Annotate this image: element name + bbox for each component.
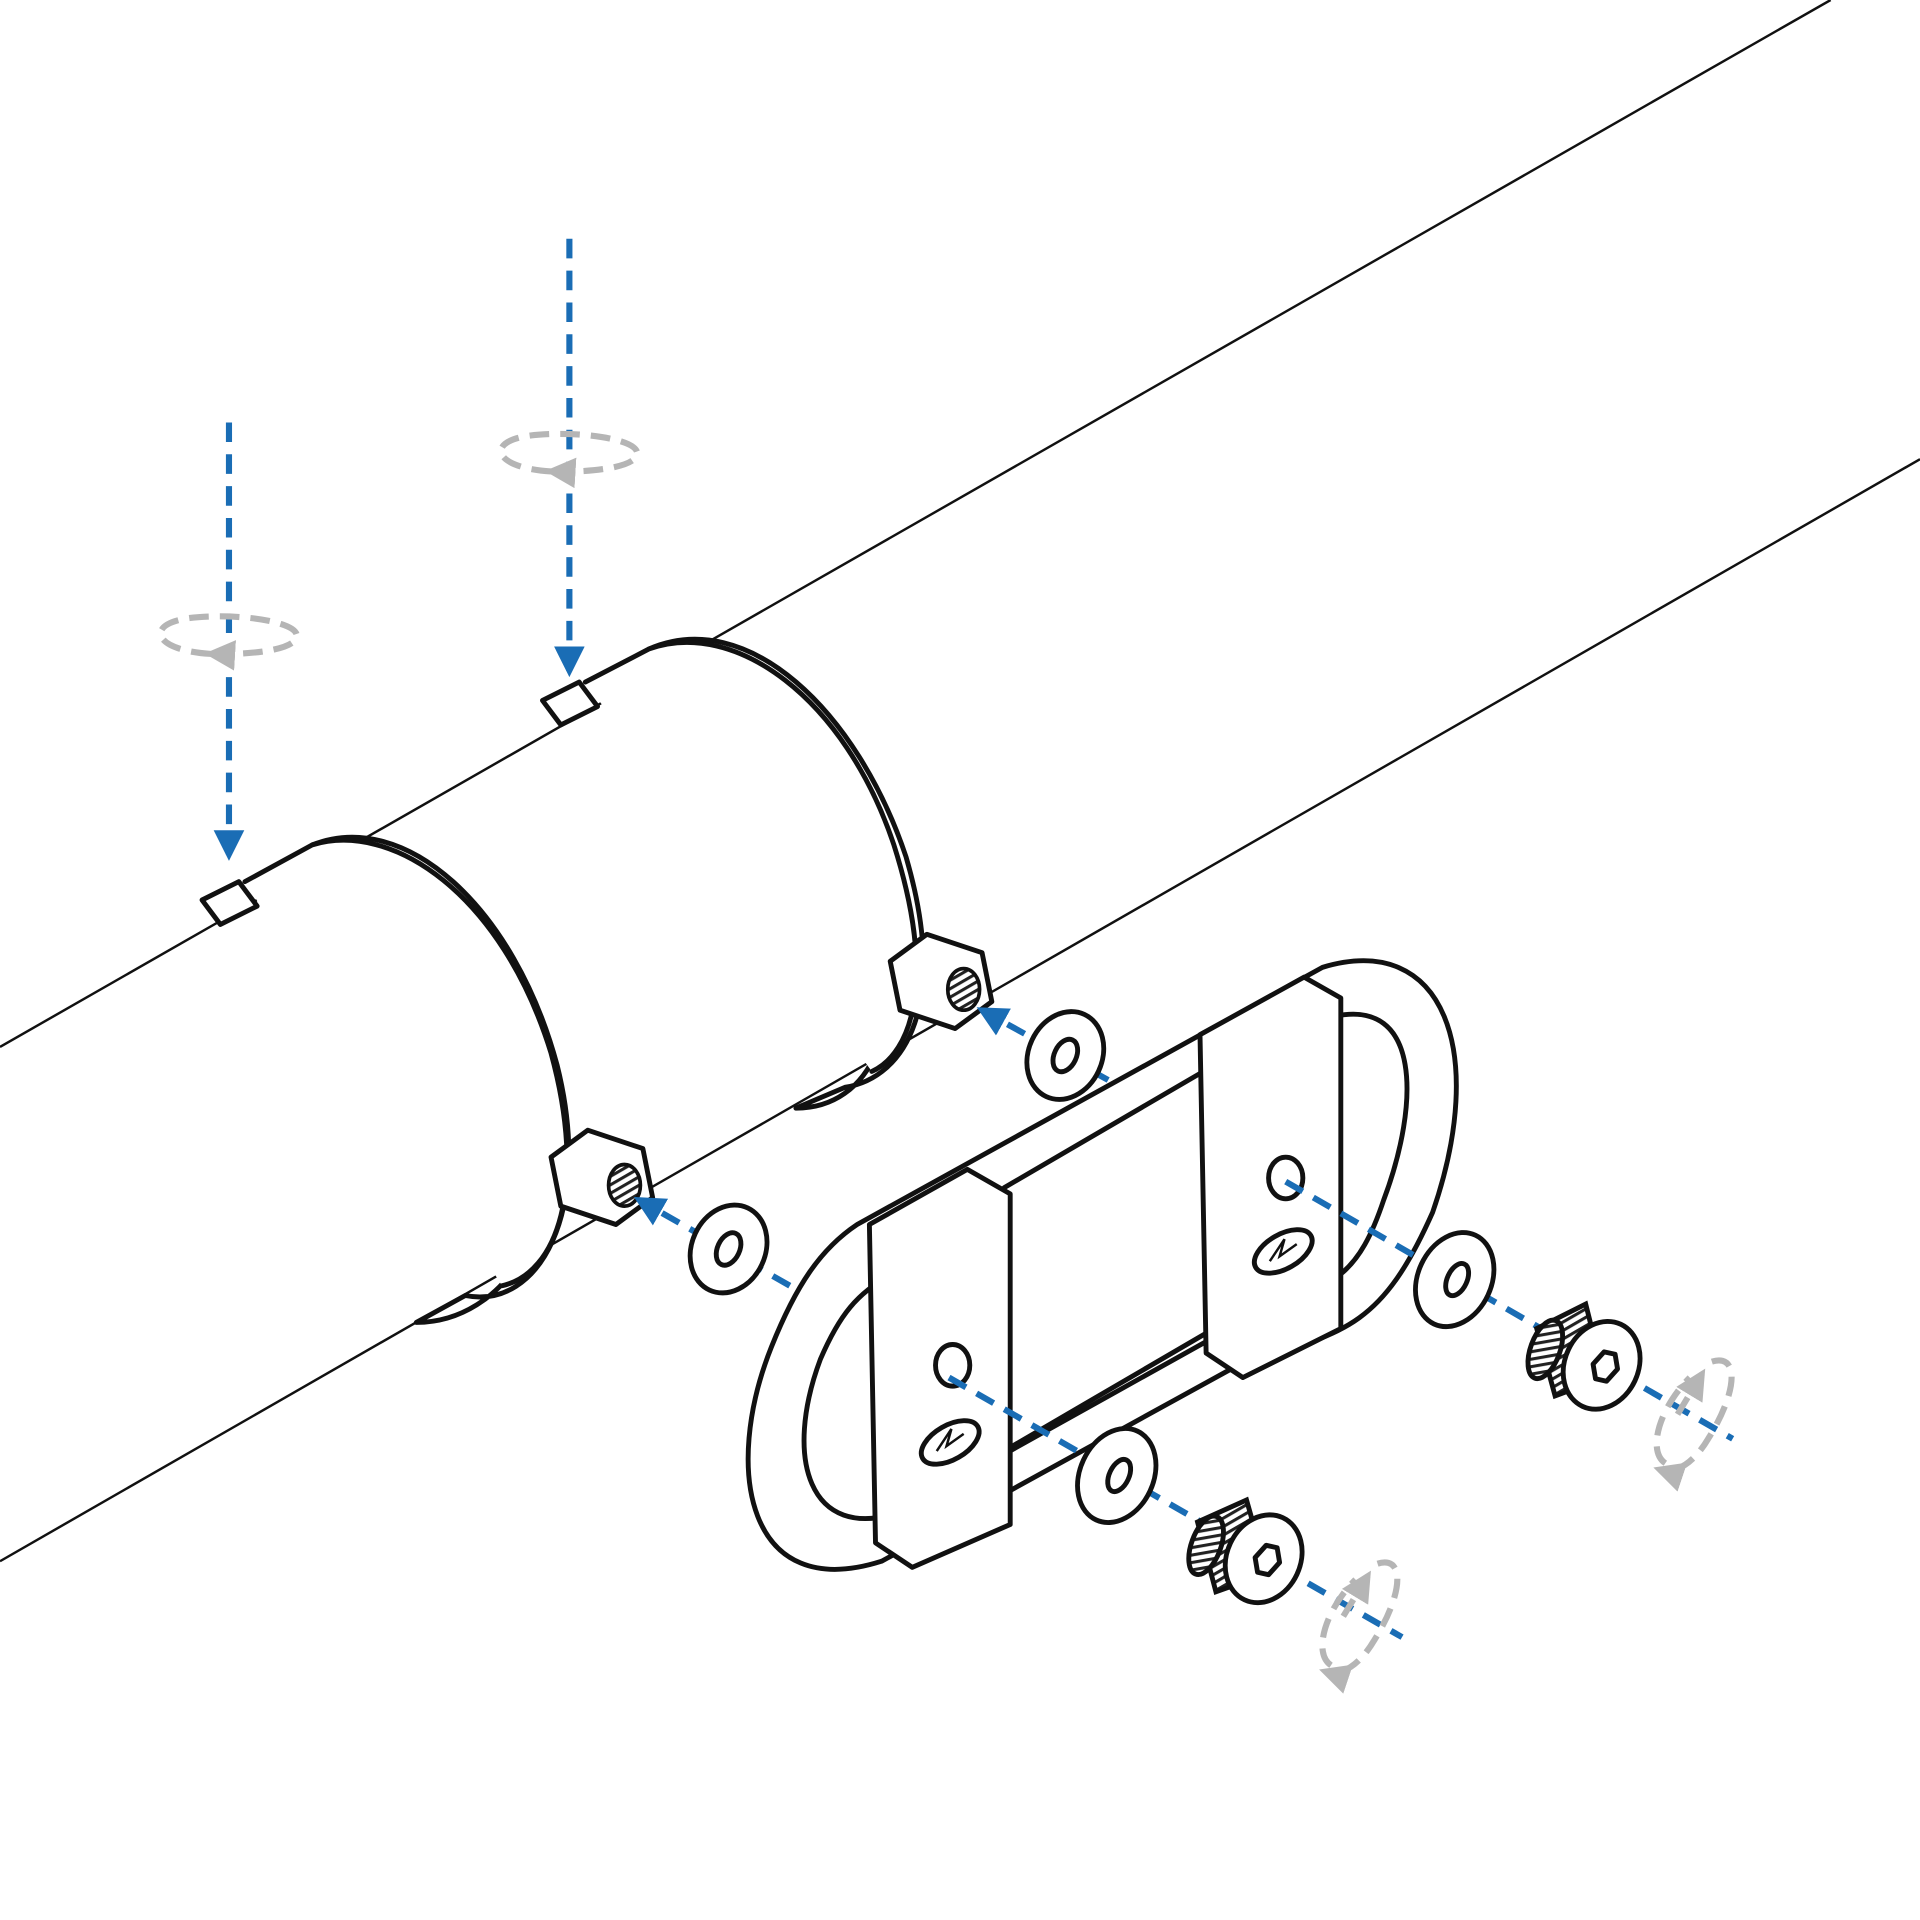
rotate-arrow-icon — [1340, 1570, 1371, 1618]
washer — [1413, 1230, 1497, 1330]
hex-socket-icon — [1252, 1542, 1283, 1578]
rotate-icon — [498, 430, 641, 489]
clamp-screw-left — [199, 879, 260, 927]
bracket-plate-right — [1197, 974, 1344, 1380]
rotate-arrow-icon — [1674, 1368, 1706, 1416]
clamp-screw-right — [540, 679, 600, 728]
loop-bracket — [745, 958, 1459, 1572]
button-head-screw — [1525, 1300, 1643, 1412]
clamp-right — [540, 636, 995, 1111]
rotate-icon — [157, 613, 300, 671]
rotate-icon — [1657, 1357, 1735, 1470]
hex-socket-icon — [1590, 1349, 1620, 1384]
hex-nut-left — [548, 1127, 656, 1227]
logo-icon — [935, 1428, 965, 1452]
washer — [1075, 1426, 1159, 1525]
arrow-insert-icon — [633, 1196, 792, 1289]
clamp-left — [199, 834, 656, 1325]
rotate-icon — [1322, 1559, 1401, 1672]
screw-axis-left — [947, 1374, 1404, 1640]
washer — [687, 1202, 770, 1296]
logo-icon — [1268, 1238, 1298, 1262]
button-head-screw — [1186, 1496, 1305, 1606]
washer — [1024, 1009, 1107, 1102]
hex-nut-right — [887, 931, 995, 1032]
bracket-plate-left — [866, 1166, 1013, 1570]
screw-axis-right — [1284, 1178, 1735, 1442]
